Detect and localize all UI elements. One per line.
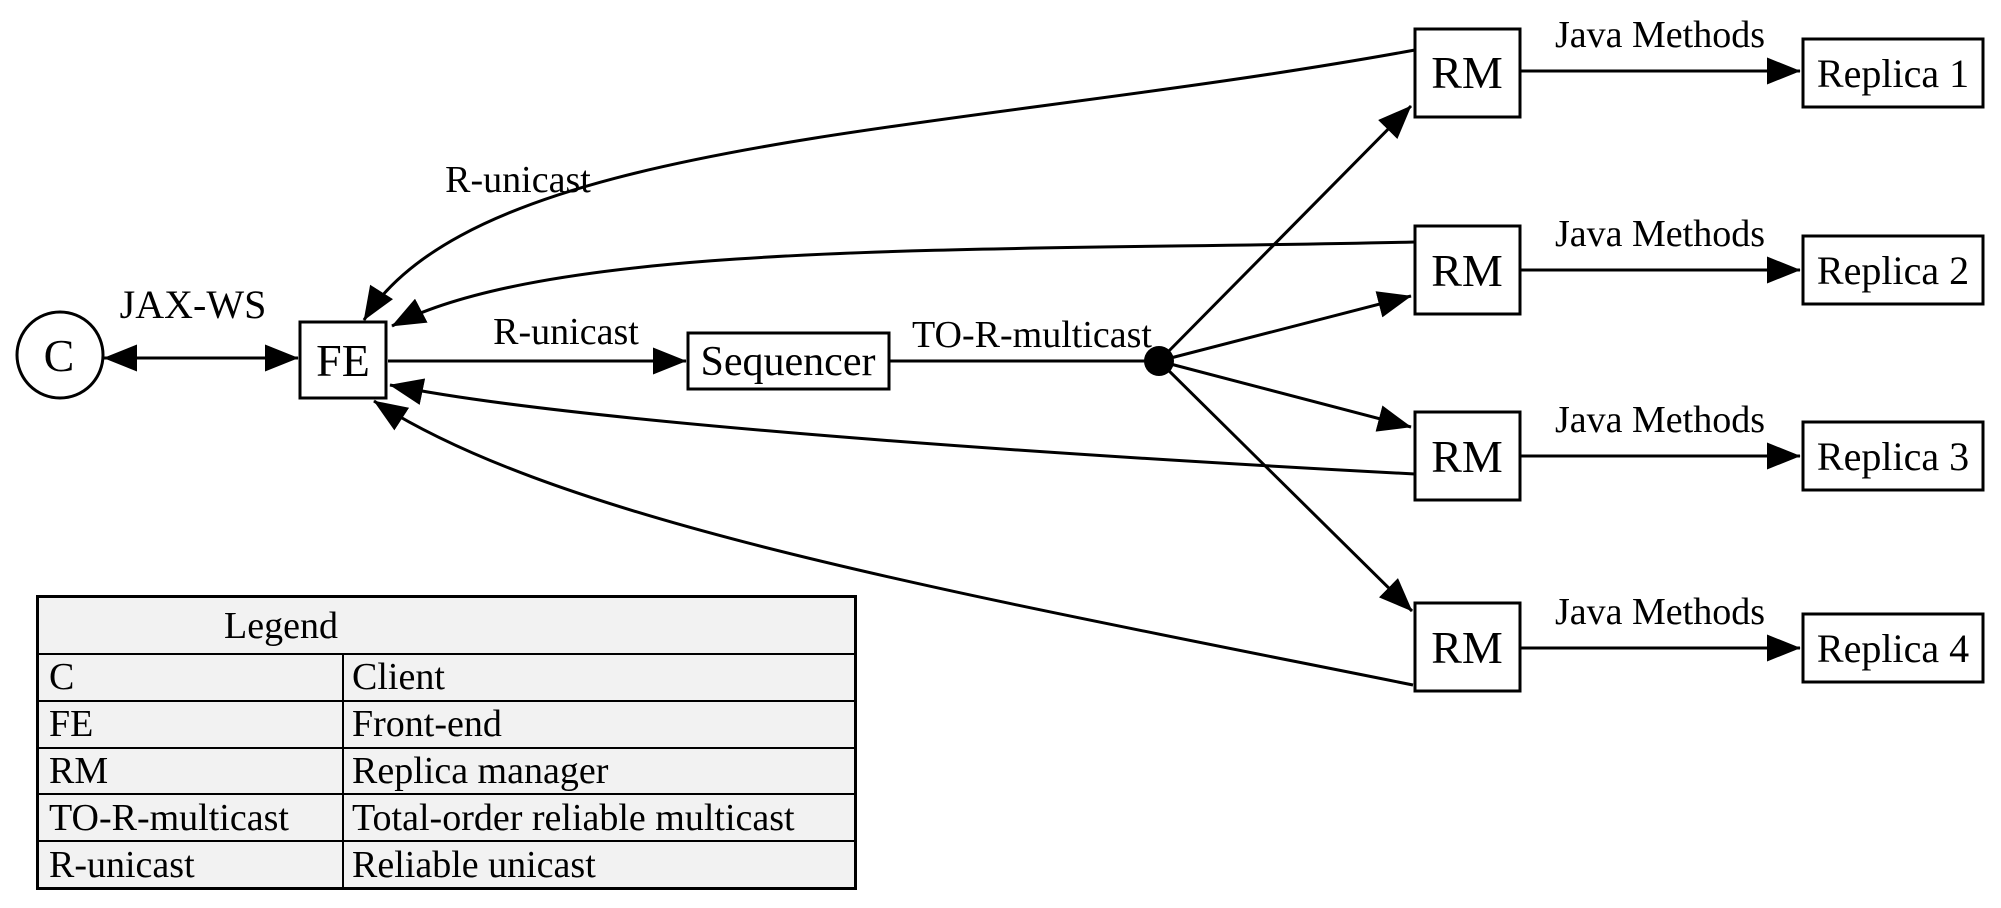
node-fe-box xyxy=(298,320,388,400)
node-replica2-label: Replica 2 xyxy=(1817,248,1969,293)
edge-rm3-return-fe-curve xyxy=(389,378,1416,476)
legend-meaning: Client xyxy=(342,655,854,700)
node-replica4-box xyxy=(1801,612,1985,684)
node-fe-label: FE xyxy=(316,335,370,386)
node-client-label: C xyxy=(44,330,75,381)
node-rm2-label: RM xyxy=(1431,245,1503,296)
node-replica3-label: Replica 3 xyxy=(1817,434,1969,479)
legend-row-r-unicast: R-unicast Reliable unicast xyxy=(39,840,854,887)
edge-label-java-methods-1: Java Methods xyxy=(1555,14,1765,56)
node-rm4-label: RM xyxy=(1431,622,1503,673)
node-rm3-label: RM xyxy=(1431,431,1503,482)
node-sequencer-box xyxy=(686,331,891,391)
edge-multicast-rm2-arrow xyxy=(1158,291,1412,363)
legend-meaning: Reliable unicast xyxy=(342,842,854,887)
edge-label-java-methods-2: Java Methods xyxy=(1555,213,1765,255)
legend-meaning: Front-end xyxy=(342,701,854,747)
node-replica3-box xyxy=(1801,420,1985,492)
edge-label-java-methods-3: Java Methods xyxy=(1555,399,1765,441)
node-client-circle xyxy=(15,310,105,400)
node-replica1-label: Replica 1 xyxy=(1817,51,1969,96)
legend-abbr: TO-R-multicast xyxy=(49,796,289,839)
node-rm1-box xyxy=(1413,27,1522,119)
edge-rm1-return-fe-curve xyxy=(362,48,1416,321)
node-rm3-box xyxy=(1413,410,1522,502)
legend-row-replica-manager: RM Replica manager xyxy=(39,746,854,794)
legend-row-client: C Client xyxy=(39,653,854,700)
edge-rm2-return-fe-curve xyxy=(391,240,1416,328)
legend-row-to-r-multicast: TO-R-multicast Total-order reliable mult… xyxy=(39,793,854,841)
legend-table: Legend C Client FE Front-end RM Replica … xyxy=(36,595,857,890)
legend-meaning: Replica manager xyxy=(342,748,854,794)
node-rm4-box xyxy=(1413,601,1522,693)
edge-label-to-r-multicast: TO-R-multicast xyxy=(912,314,1152,356)
edge-rm4-return-fe-curve xyxy=(373,399,1414,687)
node-replica1-box xyxy=(1801,37,1985,109)
legend-abbr: FE xyxy=(49,703,94,746)
node-replica4-label: Replica 4 xyxy=(1817,626,1969,671)
edge-label-jax-ws: JAX-WS xyxy=(120,282,267,327)
node-replica2-box xyxy=(1801,234,1985,306)
legend-abbr: RM xyxy=(49,749,109,792)
legend-abbr: R-unicast xyxy=(49,843,195,886)
edge-multicast-rm1-arrow xyxy=(1157,104,1413,363)
edge-label-java-methods-4: Java Methods xyxy=(1555,591,1765,633)
edge-label-r-unicast-mid: R-unicast xyxy=(493,311,639,353)
legend-header-row: Legend xyxy=(39,598,854,653)
edge-multicast-rm4-arrow xyxy=(1157,359,1414,613)
legend-abbr: C xyxy=(49,656,75,699)
node-sequencer-label: Sequencer xyxy=(701,339,876,385)
edge-multicast-rm3-arrow xyxy=(1158,359,1412,432)
node-rm1-label: RM xyxy=(1431,47,1503,98)
node-rm2-box xyxy=(1413,224,1522,316)
legend-title: Legend xyxy=(224,604,338,647)
legend-meaning: Total-order reliable multicast xyxy=(342,795,854,841)
legend-row-front-end: FE Front-end xyxy=(39,699,854,747)
edge-label-r-unicast-top: R-unicast xyxy=(445,159,591,201)
